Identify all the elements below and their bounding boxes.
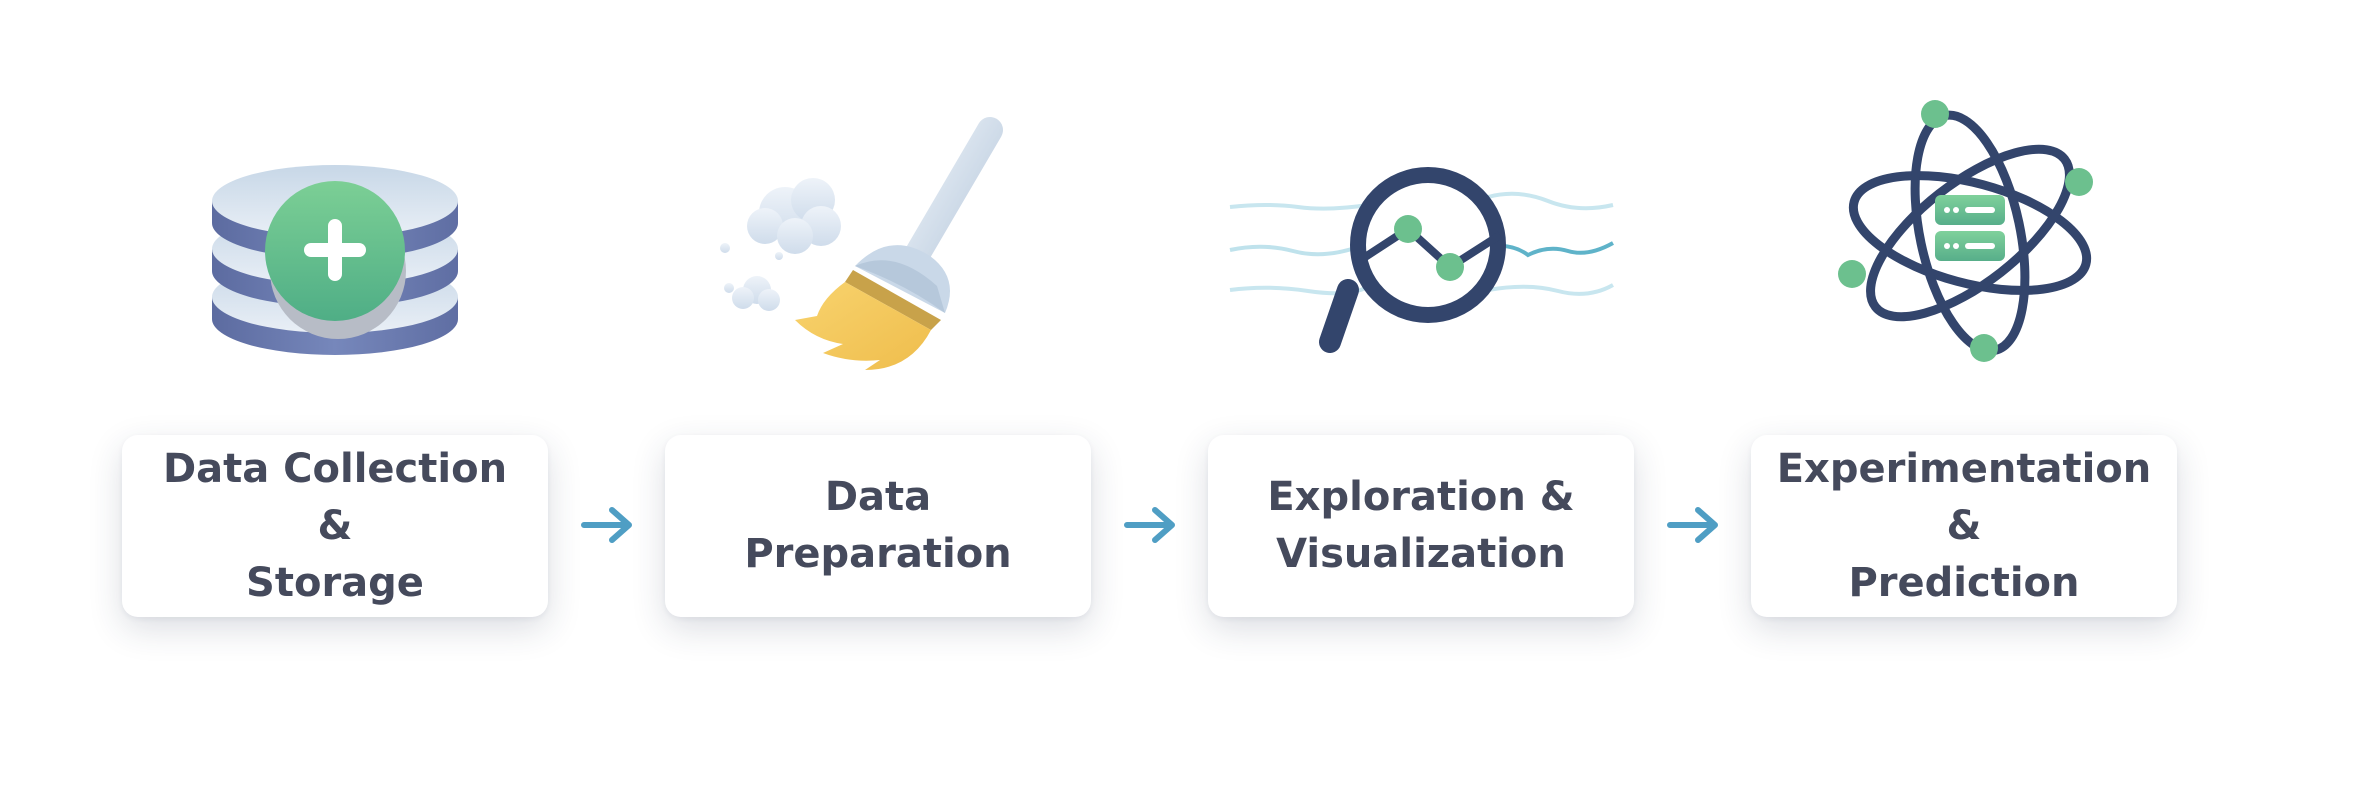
step-card-data-preparation: Data Preparation	[665, 435, 1091, 617]
step-label: Data Collection & Storage	[162, 445, 508, 606]
step-label: Exploration & Visualization	[1267, 474, 1575, 577]
arrow-right-icon	[1667, 507, 1718, 543]
step-card-data-collection: Data Collection & Storage	[122, 435, 548, 617]
step-label: Experimentation & Prediction	[1776, 445, 2152, 606]
step-label: Data Preparation	[744, 474, 1012, 577]
broom-icon	[720, 117, 1003, 370]
step-card-experimentation: Experimentation & Prediction	[1751, 435, 2177, 617]
magnifier-chart-icon	[1229, 167, 1614, 353]
atom-server-icon	[1838, 100, 2093, 362]
database-add-icon	[212, 165, 458, 355]
step-card-exploration: Exploration & Visualization	[1208, 435, 1634, 617]
arrow-right-icon	[1124, 507, 1175, 543]
arrow-right-icon	[581, 507, 632, 543]
